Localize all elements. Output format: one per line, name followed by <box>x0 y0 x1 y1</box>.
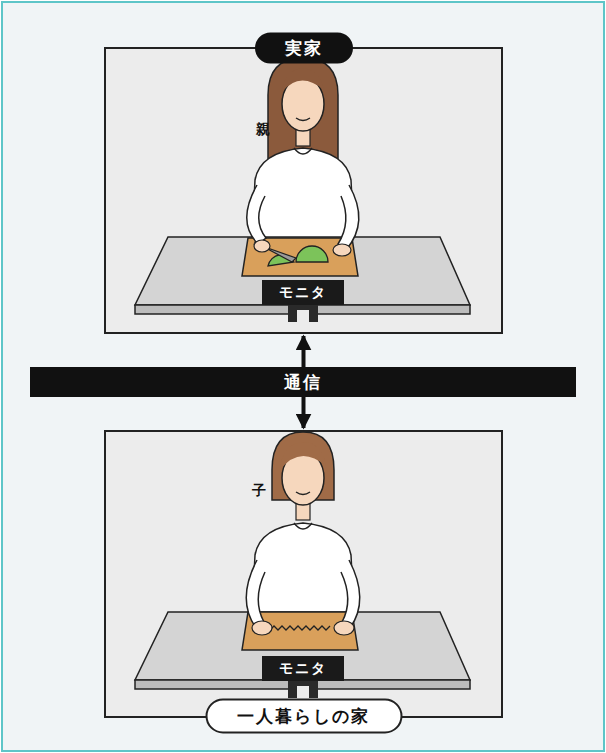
table <box>135 237 470 314</box>
table <box>135 612 470 689</box>
monitor-stand <box>288 680 318 698</box>
child-arms <box>246 560 360 635</box>
place-heading: 実家 <box>255 33 353 64</box>
person-label: 子 <box>252 482 266 500</box>
monitor-box: モニタ <box>262 656 344 681</box>
place-heading: 一人暮らしの家 <box>205 699 402 734</box>
monitor-text: モニタ <box>279 660 327 678</box>
band-text: 通信 <box>284 371 322 394</box>
person-label: 親 <box>256 121 270 139</box>
signal-arrow <box>302 336 306 367</box>
cutting-board <box>242 238 358 276</box>
communication-band: 通信 <box>30 367 576 397</box>
parent-arms <box>247 185 359 256</box>
monitor-box: モニタ <box>262 280 344 305</box>
monitor-stand <box>288 304 318 322</box>
monitor-text: モニタ <box>279 284 327 302</box>
signal-arrow <box>302 397 306 428</box>
